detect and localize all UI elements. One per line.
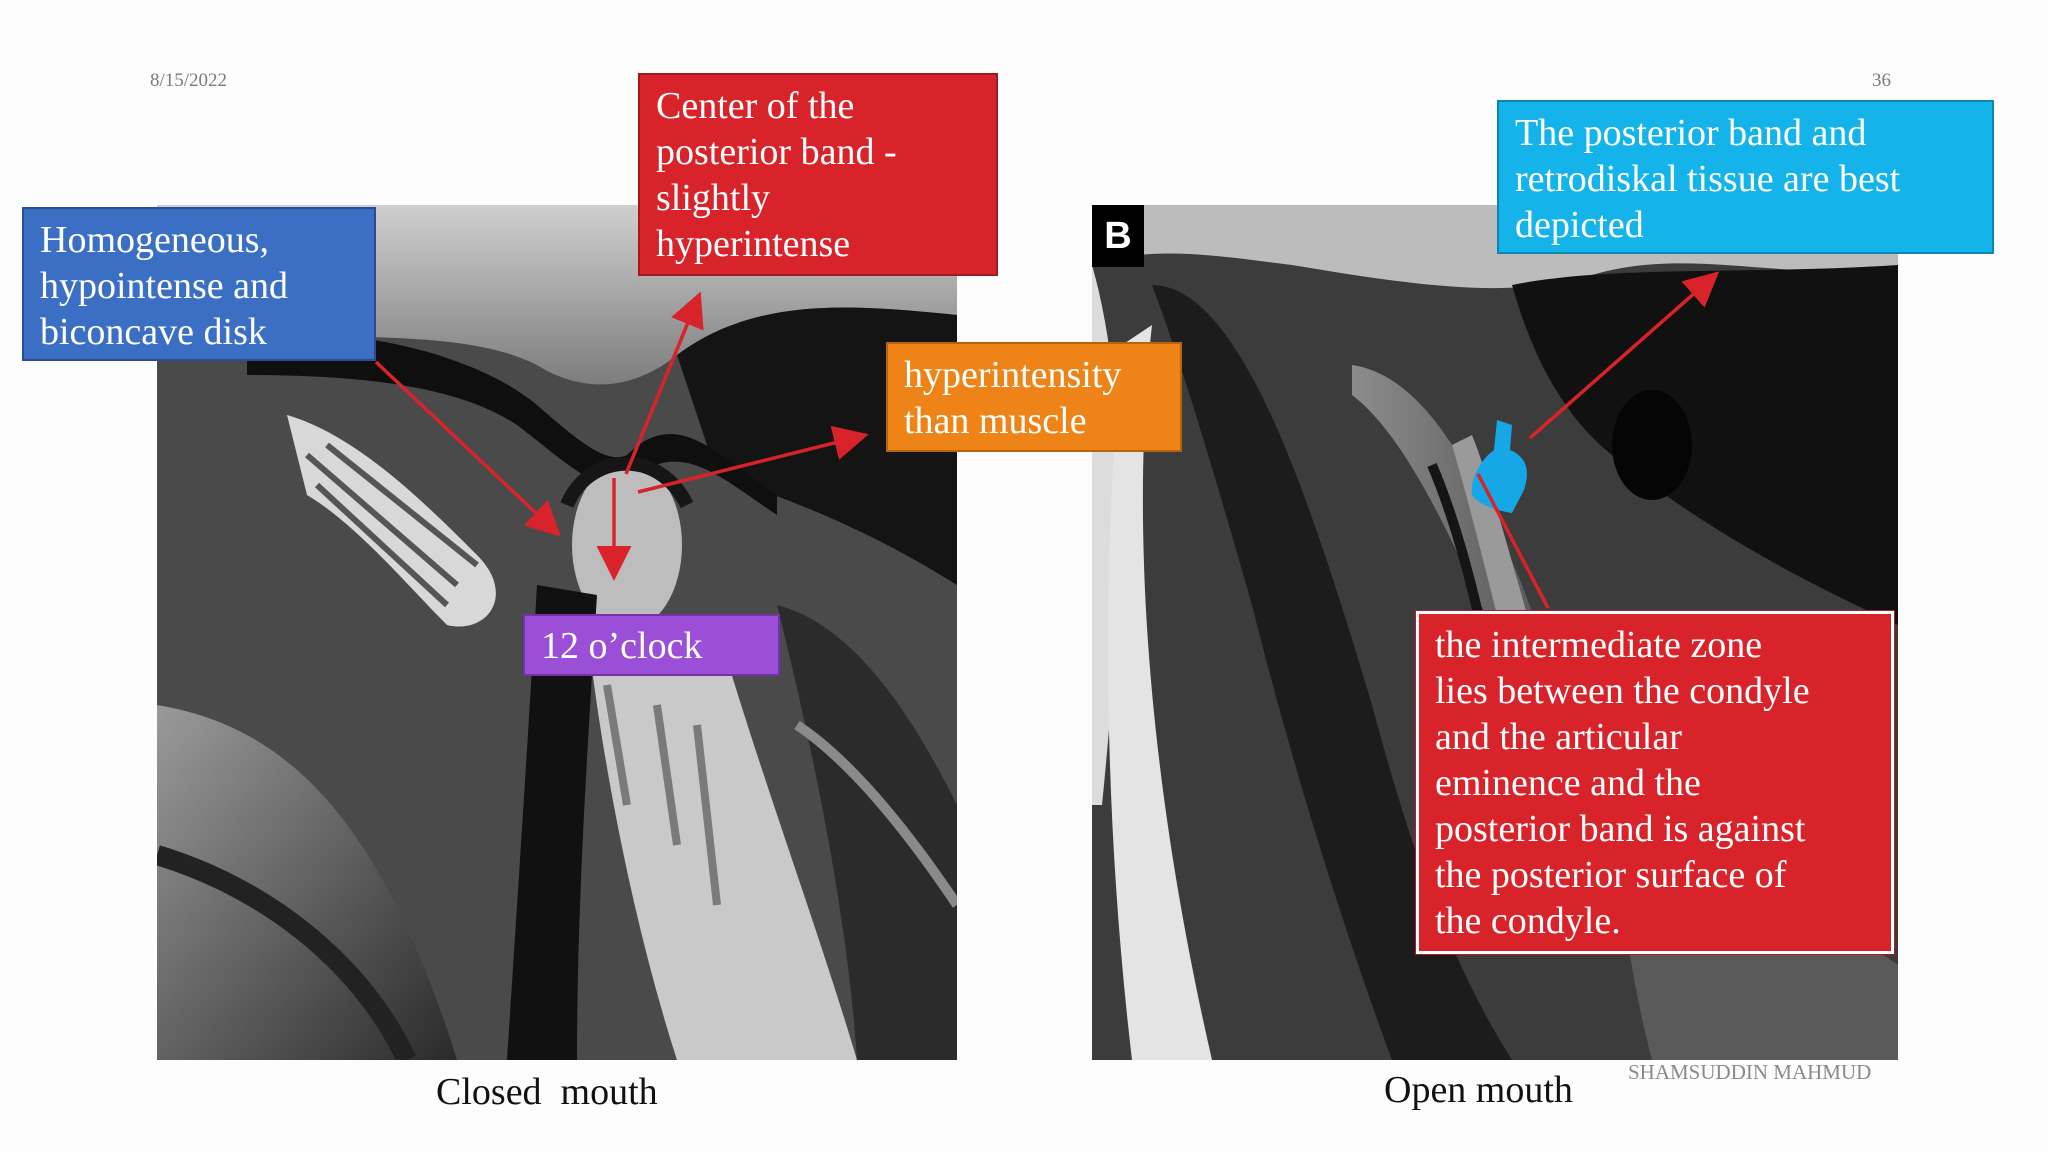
annotation-twelve-oclock: 12 o’clock (523, 614, 780, 676)
annotation-homogeneous-disk: Homogeneous, hypointense and biconcave d… (22, 207, 376, 361)
annotation-center-posterior-band: Center of the posterior band - slightly … (638, 73, 998, 276)
panel-letter-badge: B (1092, 205, 1144, 267)
annotation-posterior-band-depicted: The posterior band and retrodiskal tissu… (1497, 100, 1994, 254)
caption-open-mouth: Open mouth (1384, 1069, 1573, 1111)
author-watermark: SHAMSUDDIN MAHMUD (1628, 1060, 1872, 1084)
page-number: 36 (1872, 70, 1891, 91)
annotation-hyperintensity: hyperintensity than muscle (886, 342, 1182, 452)
caption-closed-mouth: Closed mouth (436, 1071, 658, 1113)
annotation-intermediate-zone: the intermediate zone lies between the c… (1415, 610, 1895, 955)
slide-date: 8/15/2022 (150, 70, 228, 91)
